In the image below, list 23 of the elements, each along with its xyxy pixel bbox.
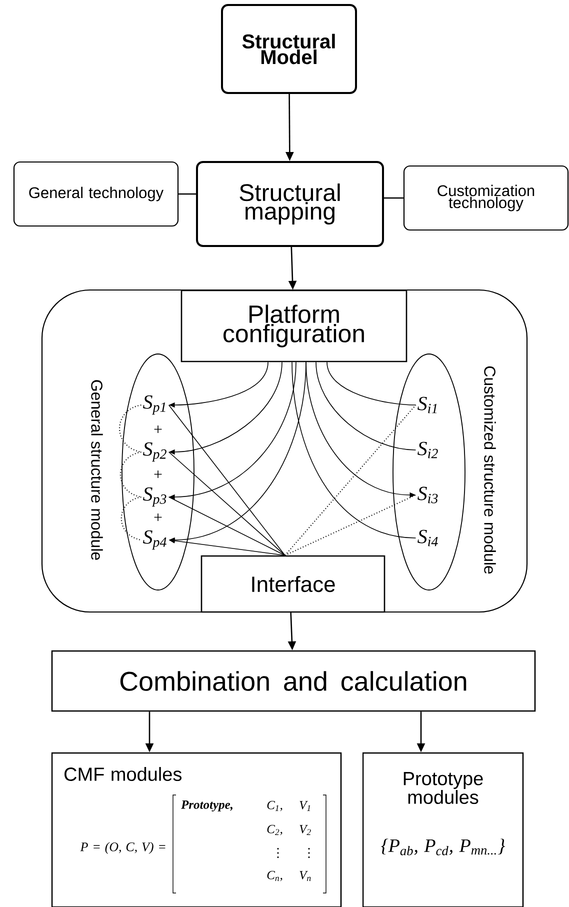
vertical-label: Customized structure module xyxy=(484,366,496,574)
input-box: Customization technology xyxy=(403,165,569,231)
symbol-label: S$_{p4}$ xyxy=(142,530,166,550)
module-box: CMF modules P = (O, C, V) = Prototype, C$_{1}$, V$_{1}$ C$_{2}$, V$_{2}$ ⋮ ⋮ C$_{n}$, V$_{n}$ xyxy=(51,752,342,907)
plus-sign: + xyxy=(154,514,162,521)
symbol-label: S$_{i2}$ xyxy=(418,442,438,458)
symbol-label: S$_{i1}$ xyxy=(418,396,437,414)
module-box: Prototype modules {P$_{ab}$, P$_{cd}$, P$_{mn...}$} xyxy=(362,752,524,907)
vertical-label: General structure module xyxy=(91,380,103,560)
input-box: General technology xyxy=(13,161,179,227)
process-box: Structural mapping xyxy=(196,161,384,247)
symbol-label: S$_{i3}$ xyxy=(418,486,438,504)
process-box: Platform configuration xyxy=(180,290,408,362)
process-box: Combination and calculation xyxy=(51,650,536,712)
process-box: Interface xyxy=(200,555,386,613)
plus-sign: + xyxy=(154,470,162,478)
symbol-label: S$_{p2}$ xyxy=(142,442,166,462)
symbol-label: S$_{p3}$ xyxy=(142,487,166,507)
symbol-label: S$_{i4}$ xyxy=(418,530,438,546)
symbol-label: S$_{p1}$ xyxy=(142,395,166,415)
module-band xyxy=(41,289,528,613)
plus-sign: + xyxy=(154,426,162,433)
process-box: Structural Model xyxy=(221,4,357,94)
